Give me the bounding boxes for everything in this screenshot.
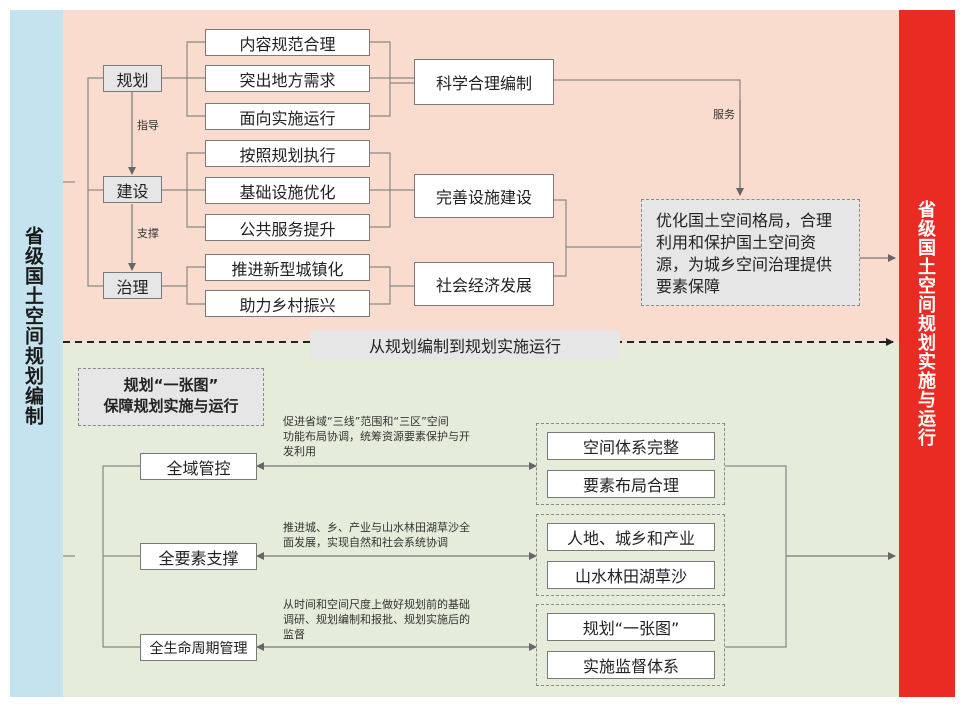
plan-item: 面向实施运行 <box>205 103 370 130</box>
row-description: 推进城、乡、产业与山水林田湖草沙全 面发展，实现自然和社会系统协调 <box>283 520 470 550</box>
desc-line: 推进城、乡、产业与山水林田湖草沙全 <box>283 521 470 534</box>
summary-text: 优化国土空间格局，合理利用和保护国土空间资源，为城乡空间治理提供要素保障 <box>656 211 833 296</box>
build-item: 基础设施优化 <box>205 177 370 204</box>
bottom-title-line1: 规划“一张图” <box>123 376 219 394</box>
row-name-all-elements: 全要素支撑 <box>140 543 257 570</box>
result-build: 完善设施建设 <box>414 174 554 218</box>
outcome-item: 规划“一张图” <box>547 613 715 641</box>
stage-build: 建设 <box>103 176 162 203</box>
guide-label: 指导 <box>137 119 159 132</box>
outcome-item: 实施监督体系 <box>547 651 715 679</box>
right-band-label: 省级国土空间规划实施与运行 <box>915 200 936 447</box>
desc-line: 从时间和空间尺度上做好规划前的基础 <box>283 598 470 611</box>
row-name-lifecycle: 全生命周期管理 <box>140 634 257 661</box>
divider-label: 从规划编制到规划实施运行 <box>310 330 620 360</box>
plan-item: 突出地方需求 <box>205 65 370 92</box>
right-band: 省级国土空间规划实施与运行 <box>899 10 955 697</box>
desc-line: 功能布局协调，统筹资源要素保护与开 <box>283 430 470 443</box>
outcome-group <box>536 604 725 686</box>
desc-line: 调研、规划编制和报批、规划实施后的 <box>283 613 470 626</box>
left-band: 省级国土空间规划编制 <box>10 10 63 697</box>
govern-item: 推进新型城镇化 <box>205 254 370 281</box>
left-band-label: 省级国土空间规划编制 <box>22 226 44 426</box>
govern-item: 助力乡村振兴 <box>205 290 370 317</box>
desc-line: 发利用 <box>283 445 316 458</box>
build-item: 按照规划执行 <box>205 140 370 167</box>
outcome-item: 空间体系完整 <box>547 432 715 460</box>
plan-item: 内容规范合理 <box>205 29 370 56</box>
stage-plan: 规划 <box>103 65 162 92</box>
service-label: 服务 <box>711 106 737 122</box>
result-govern: 社会经济发展 <box>414 262 554 306</box>
row-name-global-control: 全域管控 <box>140 453 257 480</box>
build-item: 公共服务提升 <box>205 214 370 241</box>
outcome-item: 人地、城乡和产业 <box>547 523 715 551</box>
stage-govern: 治理 <box>103 272 162 299</box>
row-description: 促进省域“三线”范围和“三区”空间 功能布局协调，统筹资源要素保护与开 发利用 <box>283 414 470 459</box>
result-plan: 科学合理编制 <box>414 59 554 105</box>
bottom-title-line2: 保障规划实施与运行 <box>103 397 239 415</box>
outcome-group <box>536 514 725 596</box>
bottom-title-box: 规划“一张图” 保障规划实施与运行 <box>78 368 264 426</box>
outcome-item: 山水林田湖草沙 <box>547 561 715 589</box>
support-label: 支撑 <box>137 227 159 240</box>
desc-line: 促进省域“三线”范围和“三区”空间 <box>283 415 449 428</box>
row-description: 从时间和空间尺度上做好规划前的基础 调研、规划编制和报批、规划实施后的 监督 <box>283 597 470 642</box>
outcome-item: 要素布局合理 <box>547 470 715 498</box>
desc-line: 面发展，实现自然和社会系统协调 <box>283 536 448 549</box>
desc-line: 监督 <box>283 628 305 641</box>
summary-box: 优化国土空间格局，合理利用和保护国土空间资源，为城乡空间治理提供要素保障 <box>641 199 860 306</box>
outcome-group <box>536 423 725 505</box>
